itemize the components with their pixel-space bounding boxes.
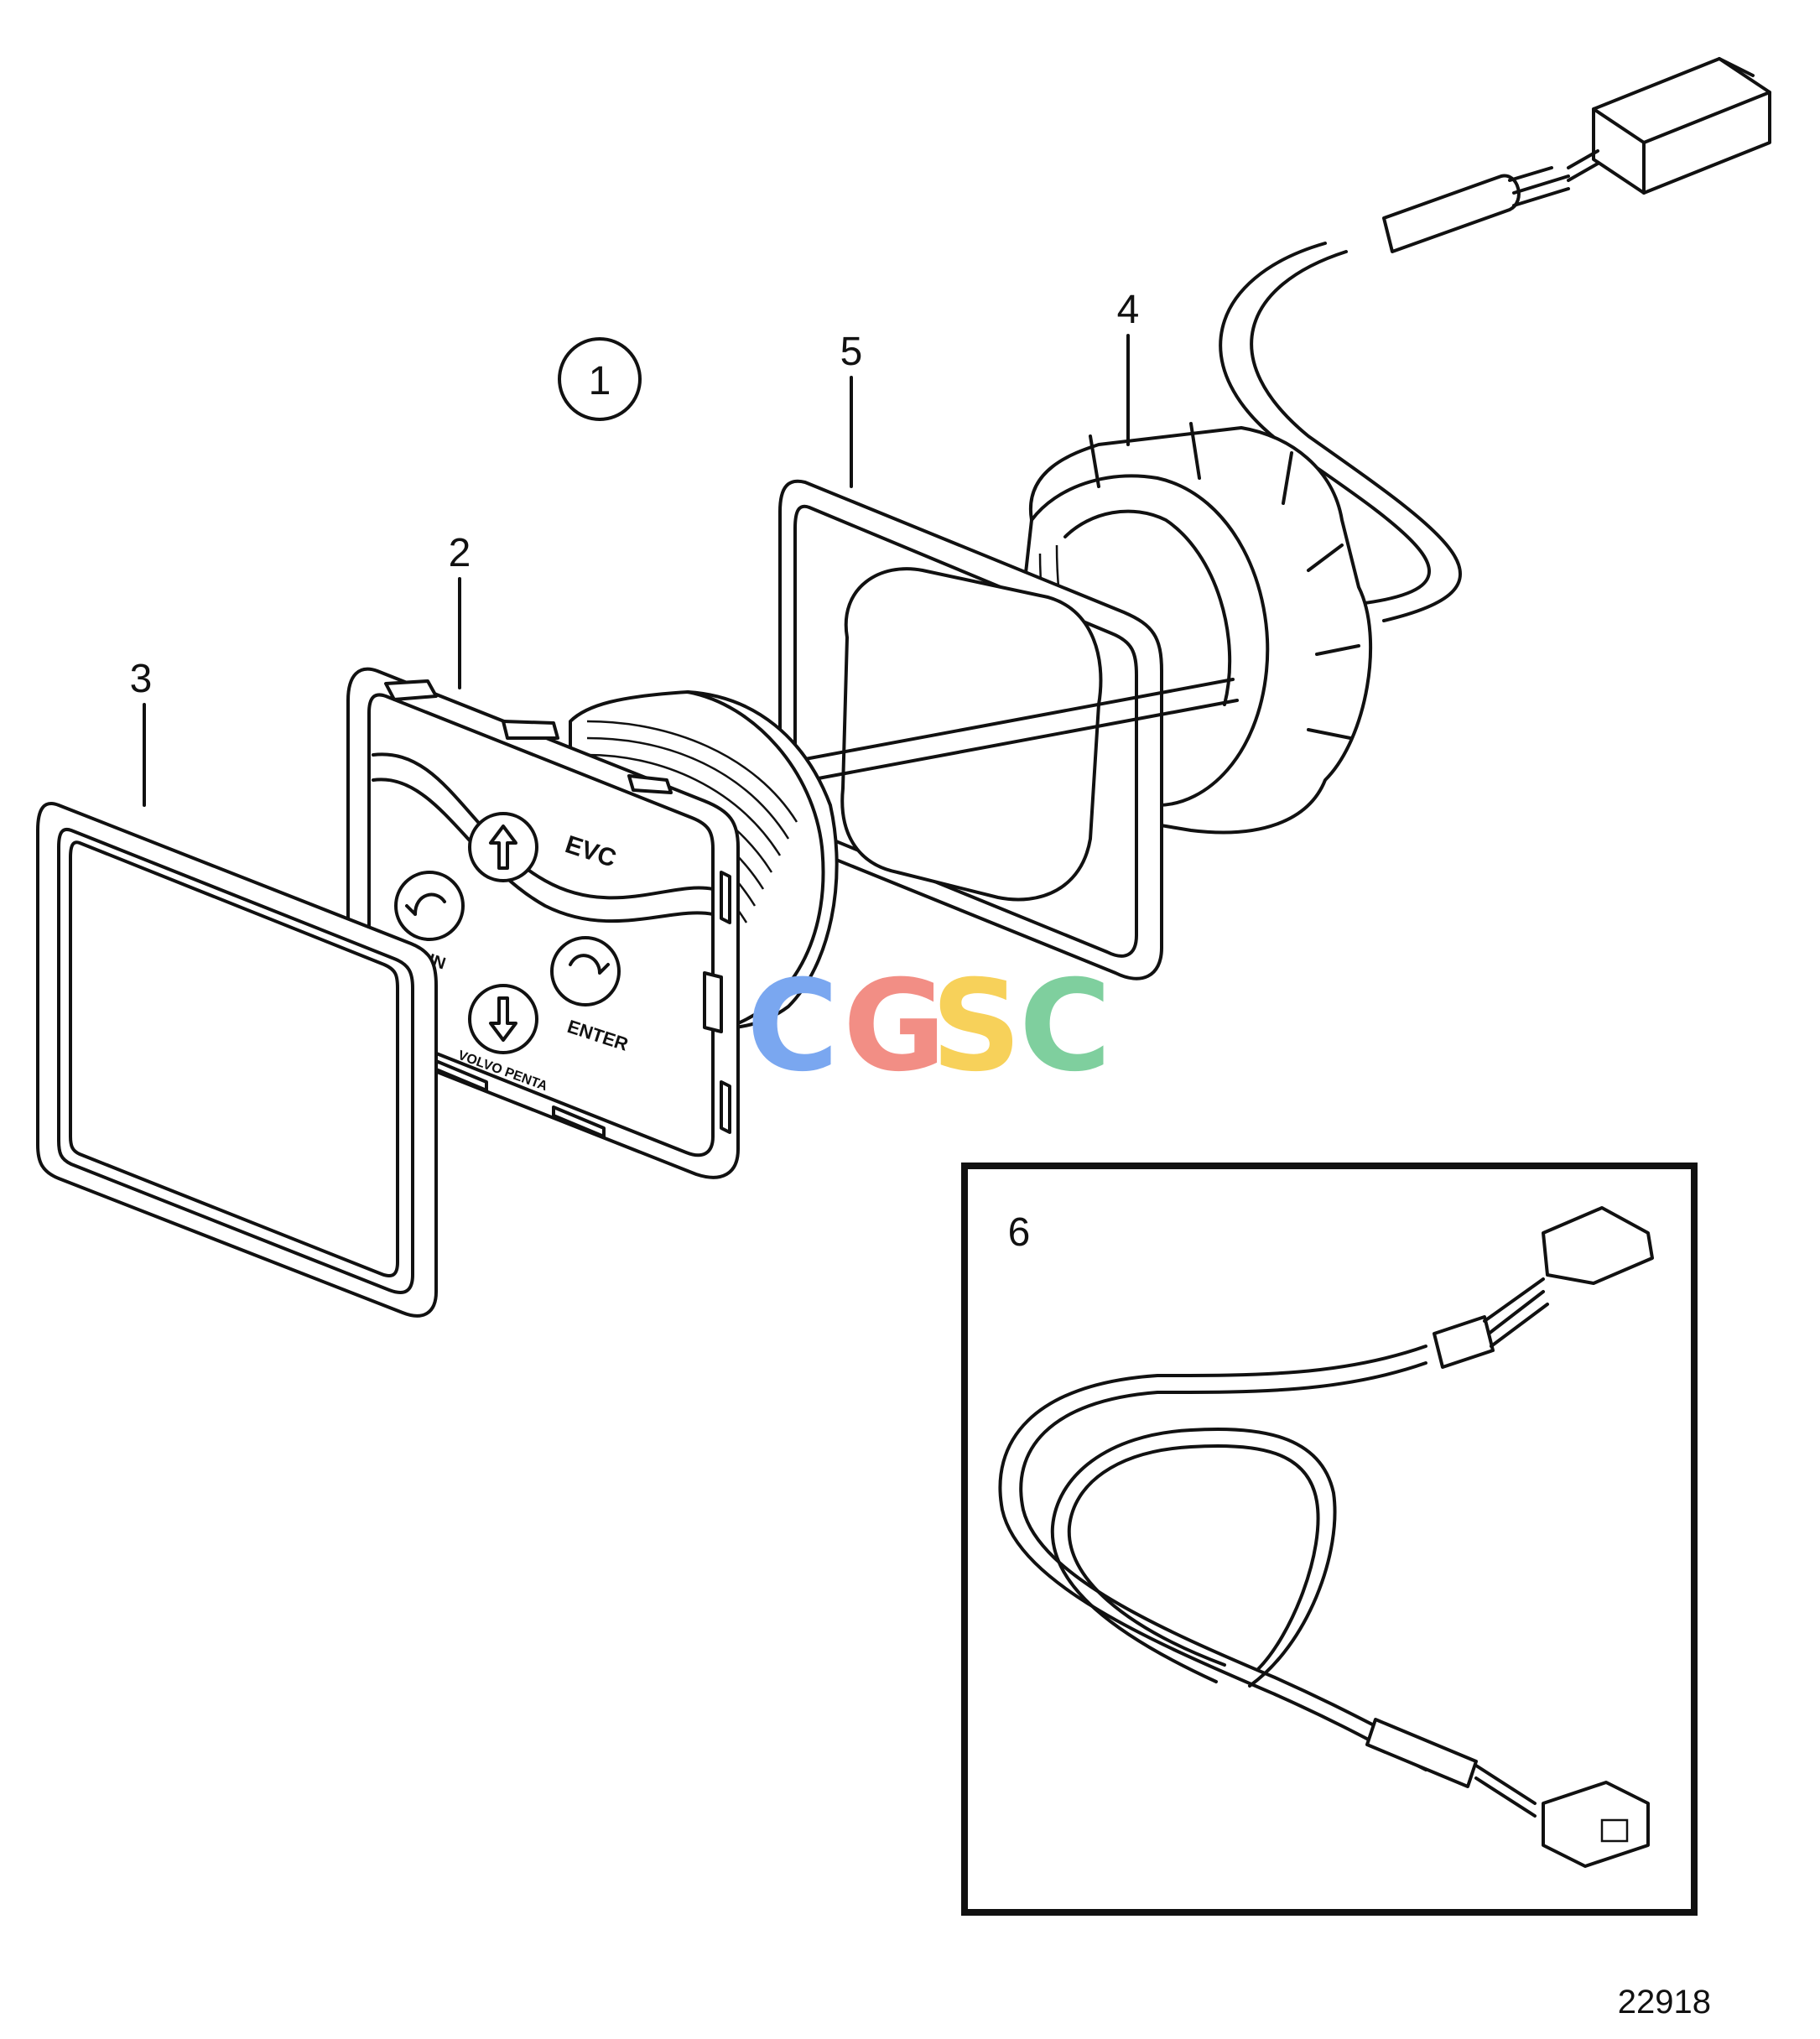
leader-lines	[143, 334, 1130, 807]
drawing-number: 22918	[1618, 1984, 1711, 2021]
callout-5: 5	[840, 330, 863, 374]
part-2-control-panel: EVC ENTER MAIN VOLVO PENTA	[346, 667, 740, 1179]
watermark-letter-1: C	[746, 954, 839, 1100]
watermark: C G S C	[746, 954, 1111, 1100]
mounting-rod	[803, 678, 1239, 782]
enter-button-icon	[550, 936, 621, 1006]
cable-harness	[1219, 57, 1771, 622]
watermark-letter-4: C	[1019, 954, 1111, 1100]
part-5-gasket	[778, 479, 1163, 980]
up-button-icon	[468, 812, 538, 882]
assembly-callout-circle	[558, 337, 642, 421]
part-3-bezel	[36, 802, 438, 1318]
callout-2: 2	[449, 531, 471, 575]
callout-4: 4	[1117, 288, 1140, 332]
callout-6: 6	[1008, 1210, 1031, 1255]
watermark-letter-3: S	[931, 954, 1022, 1100]
main-button-icon	[394, 871, 465, 941]
down-button-icon	[468, 984, 538, 1054]
callout-3: 3	[130, 657, 153, 701]
watermark-letter-2: G	[843, 954, 946, 1100]
assembly-label: 1	[589, 359, 611, 403]
detail-box-6: 6	[961, 1163, 1698, 1916]
